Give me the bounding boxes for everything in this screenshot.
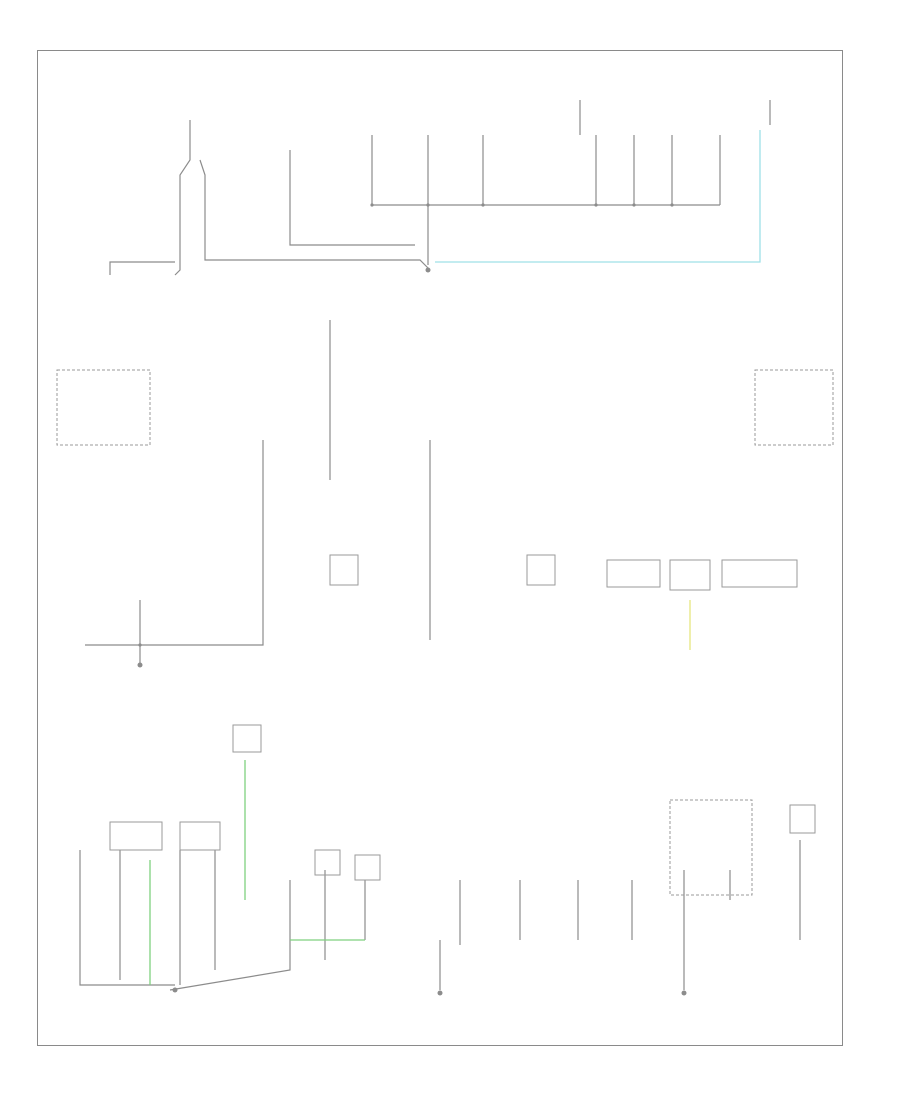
component-box [109,821,163,851]
component-box [56,369,151,446]
cyan-shield-wire [435,130,761,263]
lower-drop-e [169,880,291,991]
component-boxes [56,369,834,896]
ground-point [137,662,143,668]
splice-dot [426,203,430,207]
ground-point [172,987,178,993]
splice-dot [594,203,598,207]
component-box [669,799,753,896]
component-box [721,559,798,588]
splice-dot [632,203,636,207]
ground-point [425,267,431,273]
component-box [329,554,359,586]
ground-point [681,990,687,996]
battery-ground-branch [109,261,175,275]
splice-dots [138,203,674,647]
splice-dot [370,203,374,207]
component-box [526,554,556,586]
component-box [354,854,381,881]
component-box [669,559,711,591]
component-box [232,724,262,753]
splice-dot [670,203,674,207]
battery-ground-wire-2 [199,159,431,271]
lower-drop-a [79,850,175,986]
component-box [754,369,834,446]
component-box [789,804,816,834]
component-box [314,849,341,876]
component-box [606,559,661,588]
diagram-frame [37,50,843,1046]
battery-ground-wire [174,120,191,276]
mid-vertical-3 [85,440,264,646]
splice-wire-top [289,150,415,246]
ground-points [137,267,687,996]
component-box [179,821,221,851]
ground-point [437,990,443,996]
splice-dot [481,203,485,207]
splice-dot [138,643,142,647]
wiring-layer [79,100,801,991]
